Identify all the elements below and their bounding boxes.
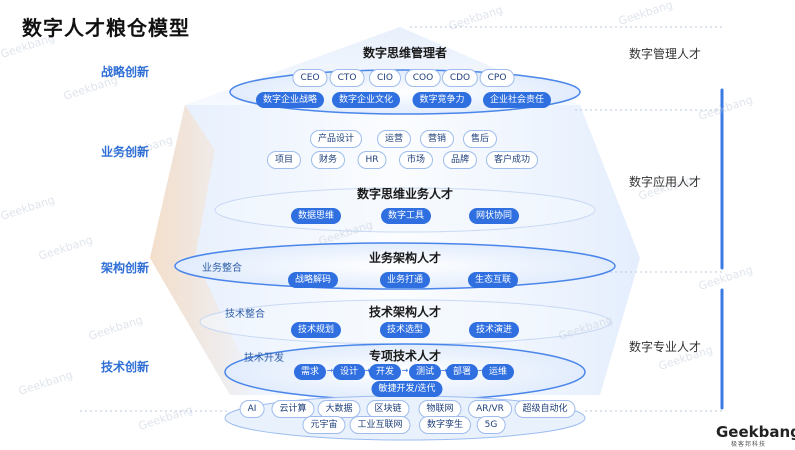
tech-pill: 工业互联网 [349,416,411,434]
svg-text:Geekbang: Geekbang [617,0,674,28]
role-pill: CDO [441,69,479,87]
function-pill: 市场 [398,151,434,169]
function-pill: 财务 [310,151,346,169]
role-pill: CEO [292,69,328,87]
function-pill: 营销 [419,130,455,148]
flow-step: 运维 [481,364,515,380]
guide-lines [80,26,725,412]
agile-pill: 敏捷开发/迭代 [371,381,443,397]
tech-arch-pill: 技术规划 [290,322,342,338]
label-digital-application-talent: 数字应用人才 [628,175,701,189]
svg-text:Geekbang: Geekbang [17,368,74,398]
tech-pill: 超级自动化 [514,400,576,418]
tag-business-integration: 业务整合 [202,263,242,274]
svg-text:Geekbang: Geekbang [697,263,754,293]
flow-step: 开发 [368,364,402,380]
tag-tech-integration: 技术整合 [225,309,265,320]
flow-step: 测试 [408,364,442,380]
strategy-pill: 数字竞争力 [412,92,472,108]
biz-arch-pill: 战略解码 [287,272,339,288]
svg-text:Geekbang: Geekbang [87,313,144,343]
label-strategy-innovation: 战略创新 [100,65,149,79]
tech-pill: 大数据 [317,400,361,418]
logo-text-b: bang [758,423,795,441]
label-digital-management-talent: 数字管理人才 [628,47,701,61]
flow-arrow-icon: → [326,366,334,375]
label-business-innovation: 业务创新 [100,145,149,159]
role-pill: CIO [368,69,402,87]
biz-arch-pill: 生态互联 [467,272,519,288]
svg-text:Geekbang: Geekbang [0,193,56,223]
flow-step: 设计 [332,364,366,380]
tech-arch-pill: 技术演进 [468,322,520,338]
tech-pill: 元宇宙 [302,416,346,434]
warm-edge [150,105,260,395]
tech-pill: AI [239,400,265,418]
tech-arch-pill: 技术选型 [379,322,431,338]
business-layer-title: 数字思维业务人才 [356,187,454,201]
management-layer-title: 数字思维管理者 [362,46,448,60]
function-pill: 售后 [462,130,498,148]
role-pill: CTO [329,69,365,87]
function-pill: HR [357,151,387,169]
tech-arch-layer-title: 技术架构人才 [368,305,442,319]
label-digital-professional-talent: 数字专业人才 [628,340,701,354]
tech-pill: 5G [476,416,506,434]
flow-step: 部署 [445,364,479,380]
role-pill: CPO [479,69,515,87]
tech-special-layer-title: 专项技术人才 [368,349,442,363]
flow-arrow-icon: → [401,366,409,375]
function-pill: 运营 [376,130,412,148]
business-skill-pill: 网状协同 [468,208,520,224]
label-architecture-innovation: 架构创新 [100,261,149,275]
business-skill-pill: 数字工具 [380,208,432,224]
strategy-pill: 企业社会责任 [482,92,552,108]
business-skill-pill: 数据思维 [290,208,342,224]
biz-arch-pill: 业务打通 [379,272,431,288]
tech-pill: 云计算 [271,400,315,418]
label-tech-innovation: 技术创新 [100,360,149,374]
logo-text-a: Geek [716,423,759,441]
flow-arrow-icon: → [477,366,485,375]
svg-text:Geekbang: Geekbang [137,403,194,433]
svg-text:Geekbang: Geekbang [697,93,754,123]
function-pill: 项目 [266,151,302,169]
function-pill: 品牌 [442,151,478,169]
geekbang-logo: Geekbangx [716,423,795,441]
function-pill: 客户成功 [485,151,539,169]
tag-tech-development: 技术开发 [244,353,284,364]
strategy-pill: 数字企业文化 [331,92,401,108]
flow-arrow-icon: → [363,366,371,375]
page-title: 数字人才粮仓模型 [22,16,190,40]
flow-step: 需求 [293,364,327,380]
svg-text:Geekbang: Geekbang [447,3,504,33]
strategy-pill: 数字企业战略 [255,92,325,108]
tech-pill: 数字孪生 [418,416,472,434]
logo-subtitle: 极客邦科技 [731,441,767,448]
role-pill: COO [404,69,442,87]
function-pill: 产品设计 [309,130,363,148]
flow-arrow-icon: → [440,366,448,375]
biz-arch-layer-title: 业务架构人才 [368,251,442,265]
